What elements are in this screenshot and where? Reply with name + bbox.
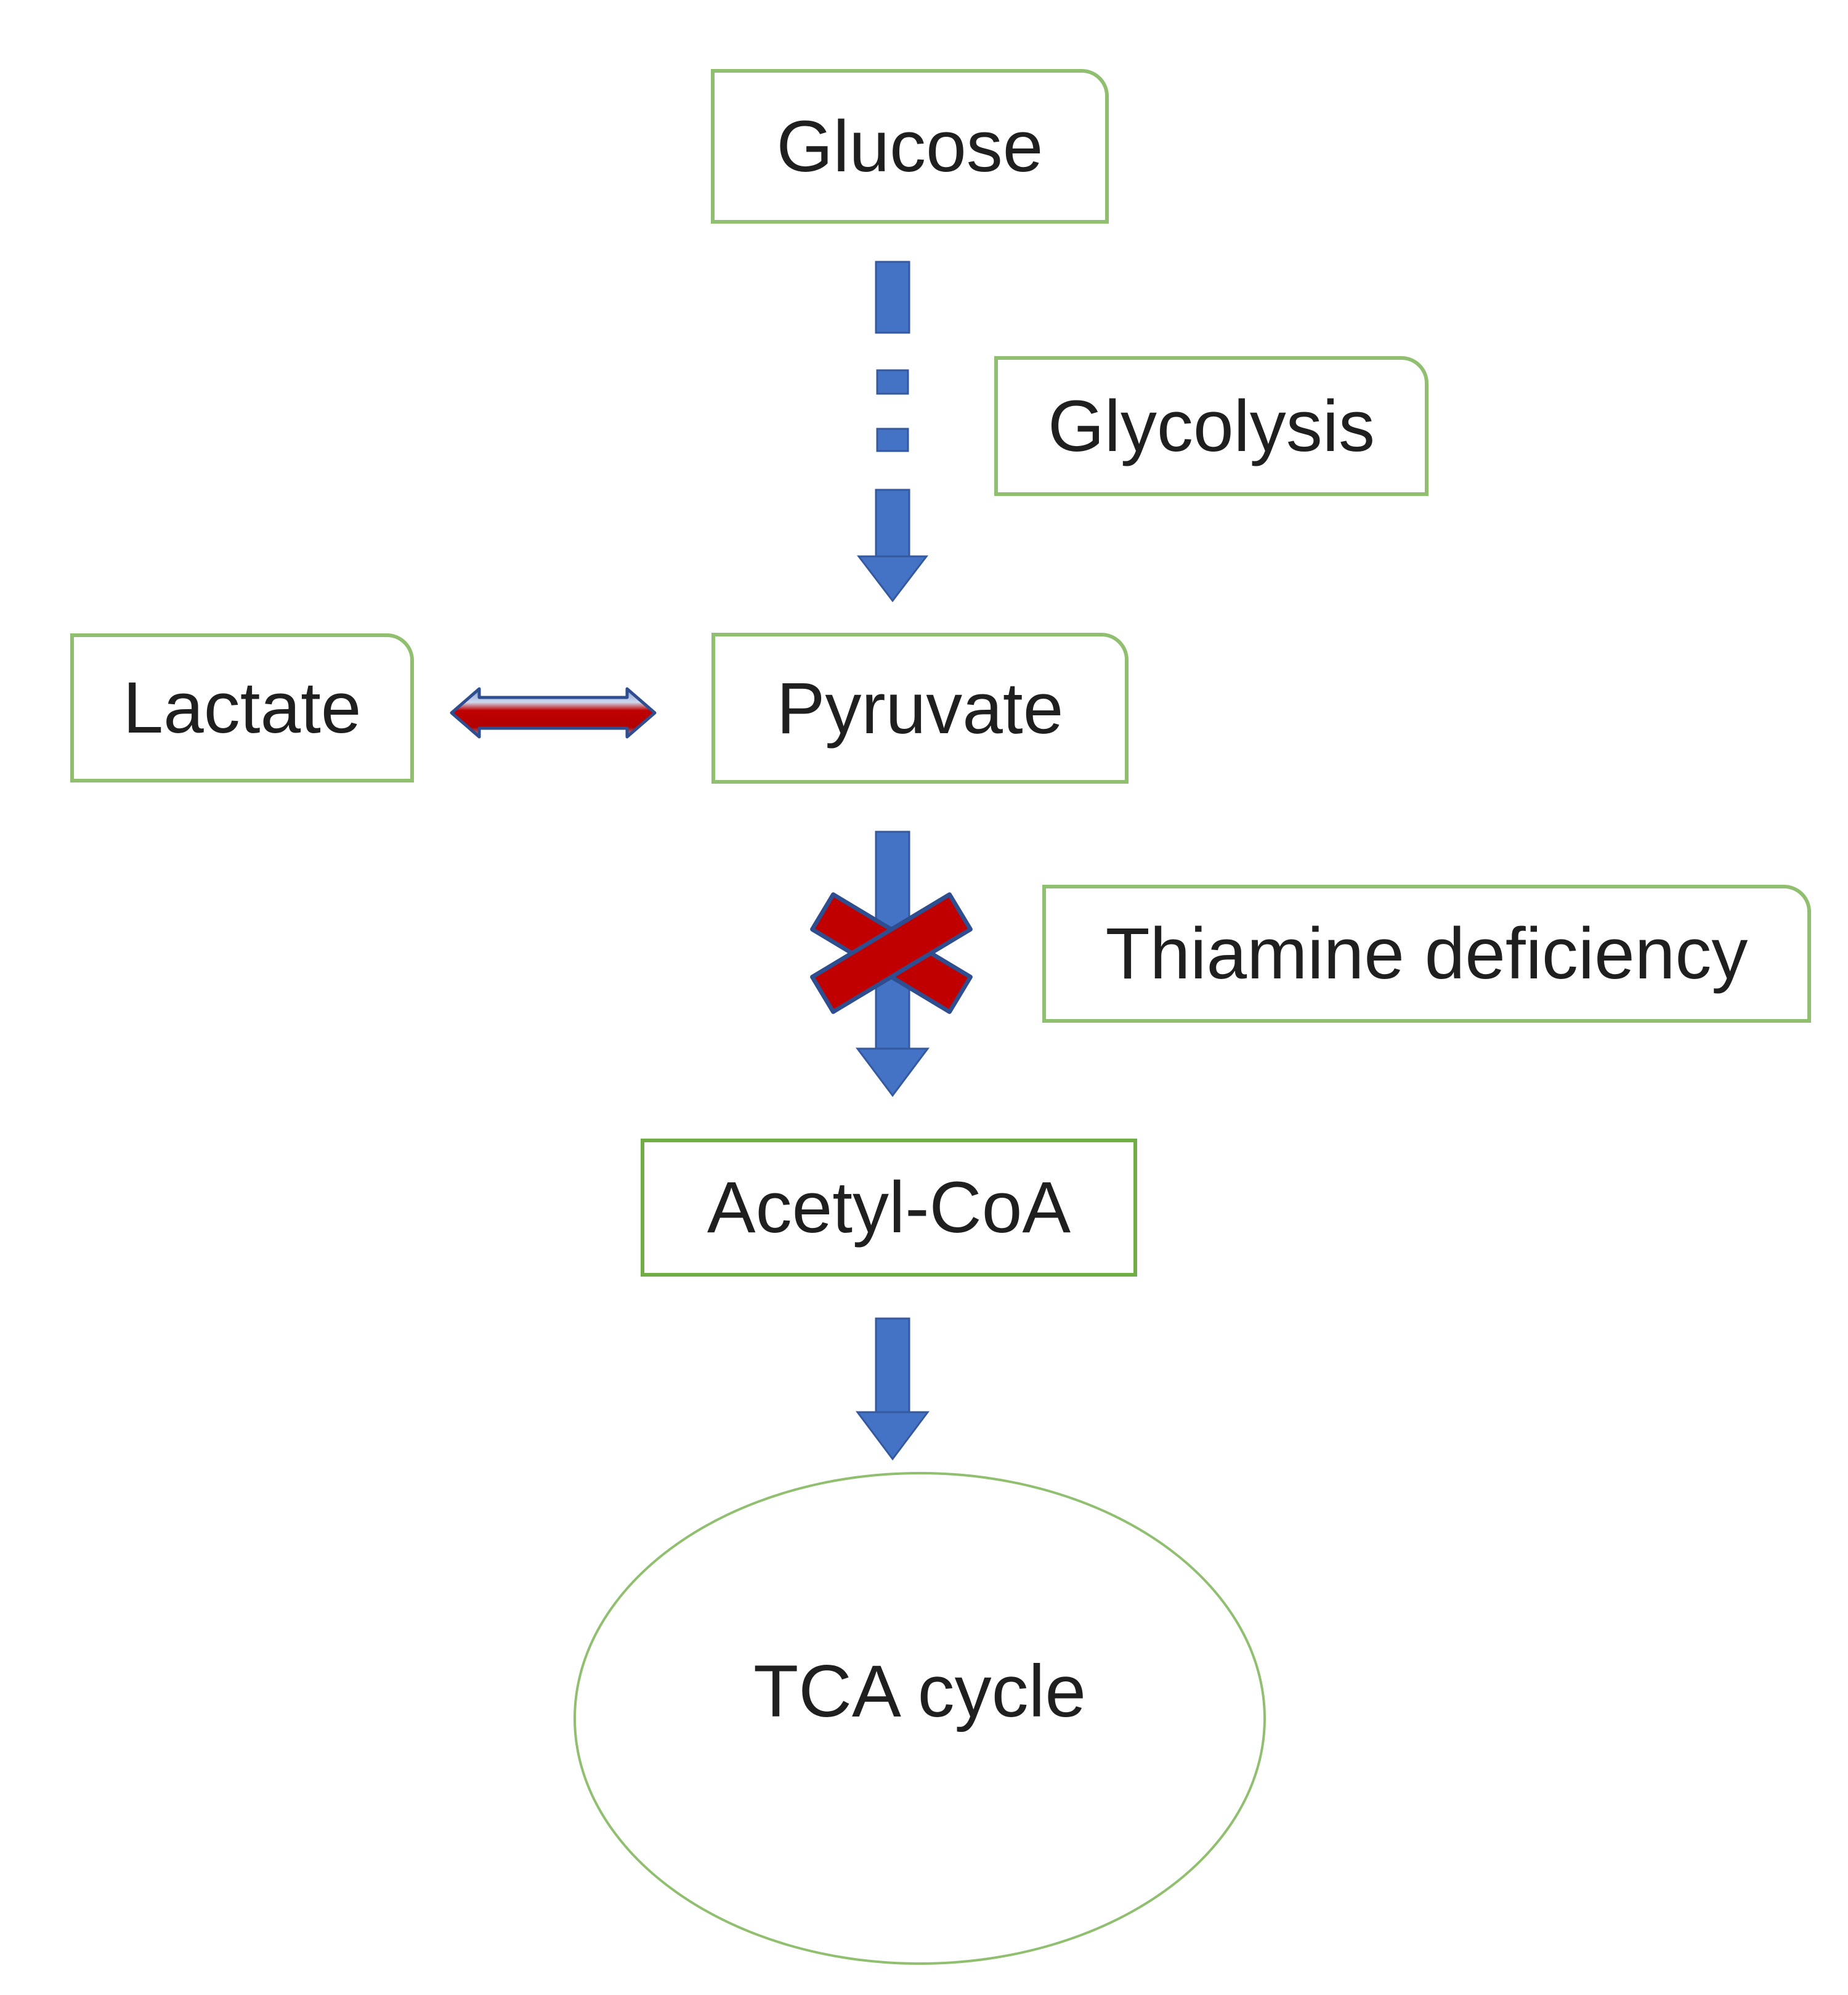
node-glucose: Glucose [711,69,1109,224]
lactate-pyruvate-double-arrow [450,687,657,739]
lactate-label: Lactate [123,667,362,749]
node-acetyl-coa: Acetyl-CoA [641,1139,1137,1277]
node-thiamine-deficiency: Thiamine deficiency [1042,885,1811,1023]
acetylcoa-tca-arrow [856,1317,930,1461]
node-tca-cycle: TCA cycle [573,1472,1266,1965]
tca-cycle-label: TCA cycle [753,1650,1087,1733]
node-glycolysis: Glycolysis [994,356,1429,496]
node-pyruvate: Pyruvate [711,633,1129,784]
node-lactate: Lactate [70,633,414,782]
glucose-label: Glucose [776,105,1044,187]
block-x-icon [810,892,973,1014]
acetyl-coa-label: Acetyl-CoA [707,1167,1071,1248]
glycolysis-label: Glycolysis [1047,385,1376,467]
glycolysis-arrow [856,261,929,603]
thiamine-deficiency-label: Thiamine deficiency [1105,913,1748,994]
pyruvate-label: Pyruvate [776,667,1064,749]
